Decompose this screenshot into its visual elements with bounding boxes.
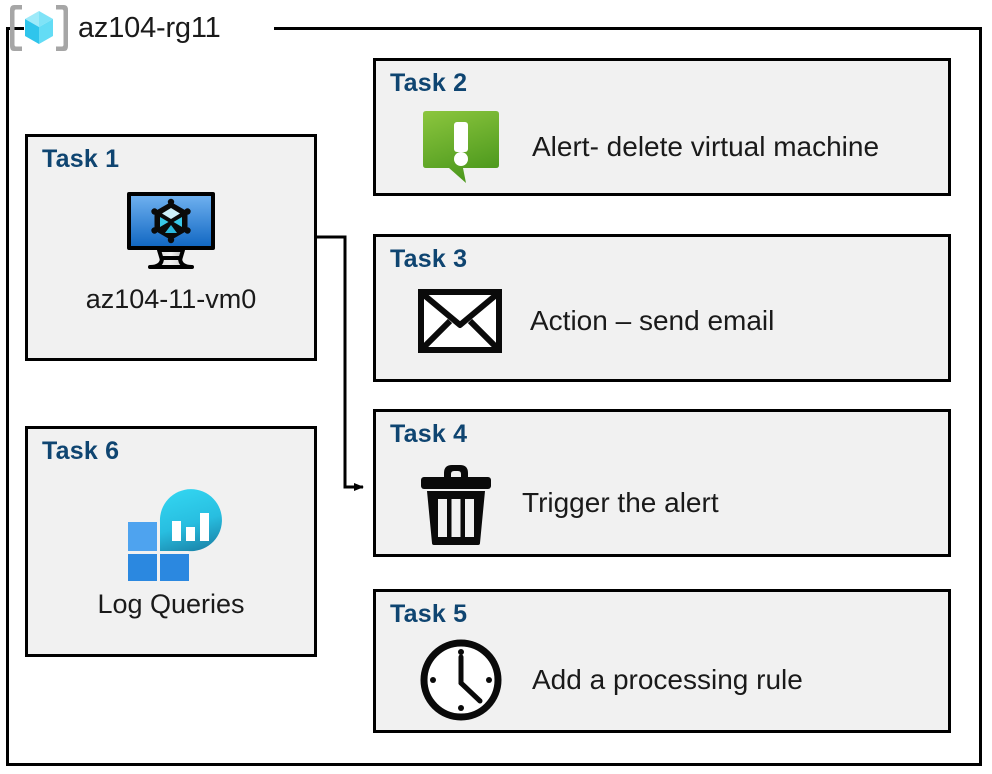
card-task-4[interactable]: Task 4 Trigger the alert [373,409,951,557]
envelope-icon [418,289,502,353]
card-task-6-label: Log Queries [97,589,245,619]
clock-icon [418,637,504,723]
azure-resource-group-icon [8,2,70,54]
card-task-1-label: az104-11-vm0 [85,284,257,314]
resource-group-container [6,27,982,766]
card-task-5[interactable]: Task 5 Add a processing rule [373,589,951,733]
resource-group-name: az104-rg11 [78,11,221,44]
card-task-5-label: Add a processing rule [532,664,803,695]
card-task-3[interactable]: Task 3 Action – send email [373,234,951,382]
resource-group-header: az104-rg11 [8,2,221,54]
trash-can-icon [418,459,494,547]
card-task-2-title: Task 2 [390,69,468,97]
card-task-1-title: Task 1 [42,145,120,173]
card-task-6[interactable]: Task 6 [25,426,317,657]
virtual-machine-icon [28,189,314,271]
card-task-5-title: Task 5 [390,600,468,628]
card-task-3-label: Action – send email [530,305,775,336]
log-analytics-icon [28,481,314,581]
alert-exclamation-icon [418,109,504,185]
card-task-4-label: Trigger the alert [522,487,719,518]
card-task-4-title: Task 4 [390,420,468,448]
card-task-6-title: Task 6 [42,437,120,465]
card-task-3-title: Task 3 [390,245,468,273]
card-task-2-label: Alert- delete virtual machine [532,131,880,162]
card-task-2[interactable]: Task 2 Alert- delete virtual machine [373,58,951,196]
card-task-1[interactable]: Task 1 [25,134,317,361]
